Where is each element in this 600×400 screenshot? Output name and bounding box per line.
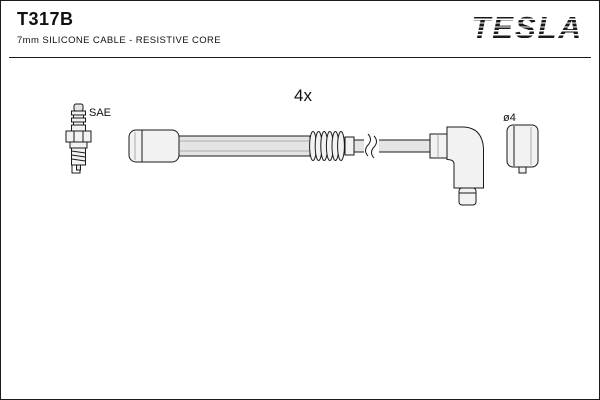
cable-body — [178, 135, 311, 157]
cable-run — [353, 133, 431, 159]
diameter-label: ø4 — [503, 112, 516, 124]
sae-label: SAE — [89, 107, 111, 119]
cable-bellows — [309, 131, 355, 161]
boot-terminal — [458, 187, 477, 206]
quantity-label: 4x — [294, 86, 312, 105]
part-number: T317B — [17, 9, 74, 29]
cable-description: 7mm SILICONE CABLE - RESISTIVE CORE — [17, 34, 222, 46]
cable-right-boot — [429, 126, 484, 206]
header: T317B 7mm SILICONE CABLE - RESISTIVE COR… — [1, 1, 599, 57]
cable-left-boot — [128, 129, 180, 163]
cable-break-mark — [365, 133, 371, 157]
header-divider — [9, 57, 591, 58]
rubber-sleeve — [506, 124, 539, 174]
tesla-logo: TESLA — [471, 10, 583, 45]
cable-assembly — [128, 126, 484, 206]
part-info: T317B 7mm SILICONE CABLE - RESISTIVE COR… — [17, 9, 222, 46]
spark-plug-icon — [65, 103, 92, 174]
